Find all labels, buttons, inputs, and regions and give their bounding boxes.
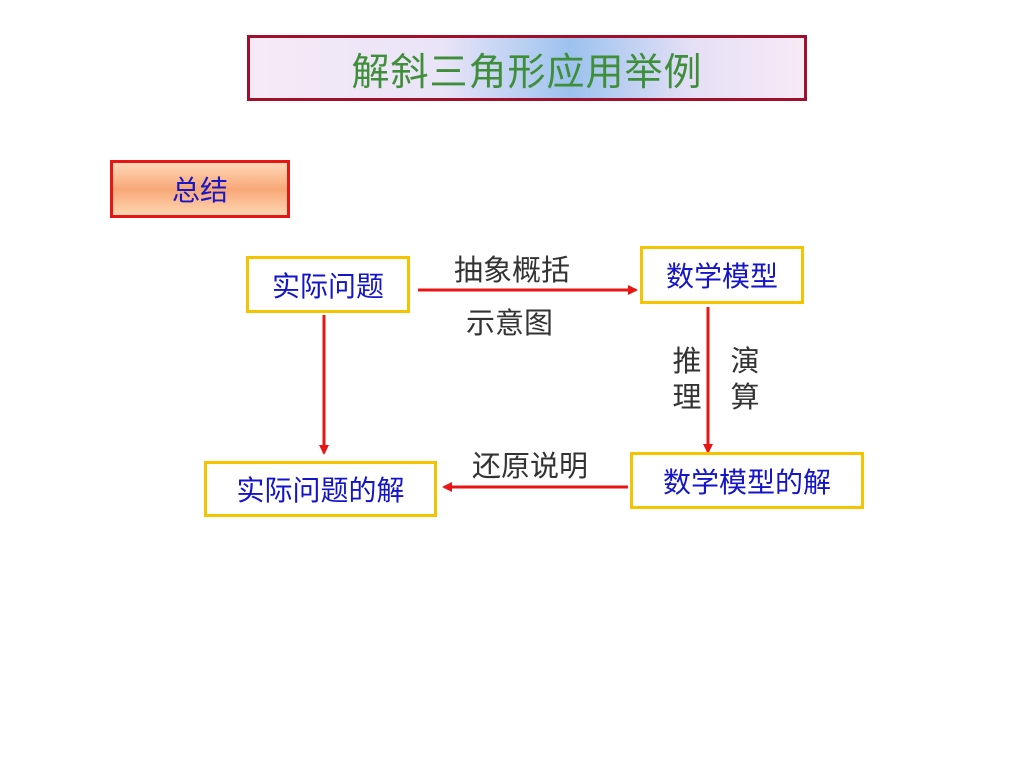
edge-label-reasoning-col1: 推 理 bbox=[670, 343, 704, 415]
node-actual-problem: 实际问题 bbox=[246, 256, 410, 313]
node-actual-solution-label: 实际问题的解 bbox=[236, 474, 405, 507]
summary-button[interactable]: 总结 bbox=[110, 160, 290, 218]
node-math-model-solution: 数学模型的解 bbox=[630, 452, 864, 509]
title-banner: 解斜三角形应用举例 bbox=[247, 35, 807, 101]
edge-label-reasoning-char: 算 bbox=[730, 380, 760, 414]
node-math-model-label: 数学模型 bbox=[665, 260, 778, 293]
edge-label-reasoning-char: 理 bbox=[672, 380, 702, 414]
edge-label-diagram: 示意图 bbox=[466, 306, 554, 340]
summary-label: 总结 bbox=[171, 174, 228, 207]
node-math-model: 数学模型 bbox=[640, 246, 804, 304]
edge-label-abstract: 抽象概括 bbox=[454, 253, 571, 287]
page-title: 解斜三角形应用举例 bbox=[351, 49, 703, 94]
node-actual-solution: 实际问题的解 bbox=[204, 461, 437, 517]
node-math-model-solution-label: 数学模型的解 bbox=[662, 465, 831, 499]
edge-label-restore: 还原说明 bbox=[472, 449, 589, 483]
edge-label-reasoning-char: 推 bbox=[672, 344, 702, 378]
edge-label-reasoning-col2: 演 算 bbox=[728, 343, 762, 415]
edge-label-reasoning-char: 演 bbox=[730, 344, 760, 378]
node-actual-problem-label: 实际问题 bbox=[271, 269, 384, 303]
